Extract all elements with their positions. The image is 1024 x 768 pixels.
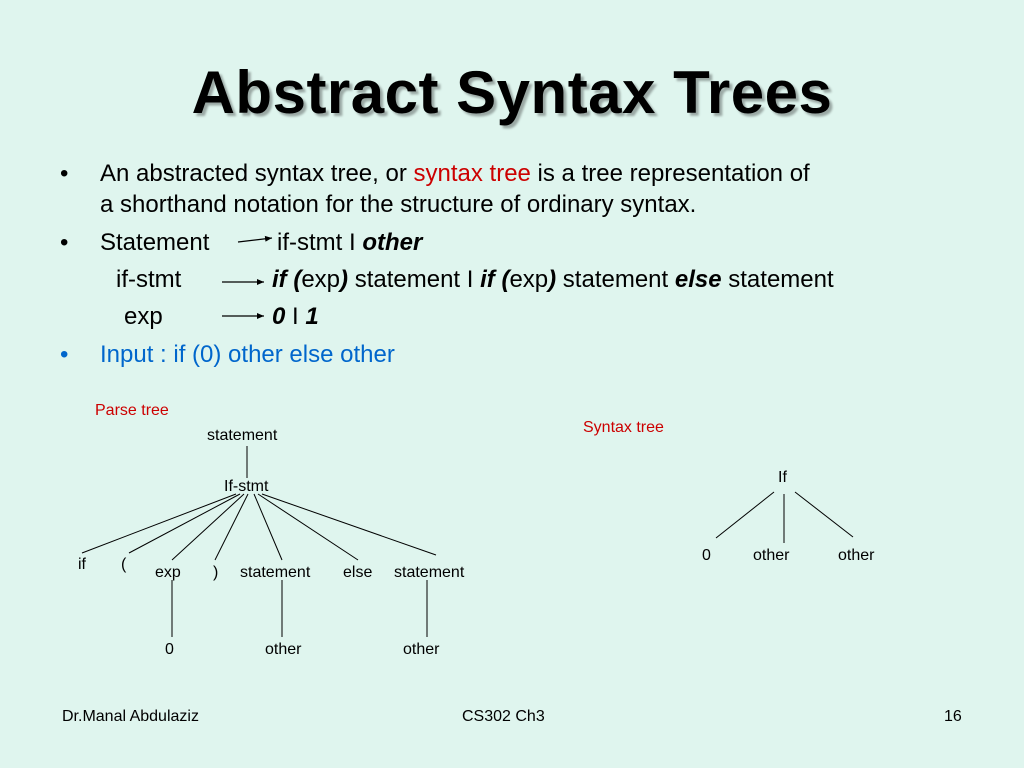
input-example: Input : if (0) other else other	[100, 341, 395, 368]
edge-ifstmt-statement3	[261, 493, 437, 556]
footer-page-number: 16	[944, 708, 962, 725]
parse-node-lparen: (	[121, 556, 127, 573]
kw-close-paren: )	[340, 266, 349, 293]
parse-node-ifstmt: If-stmt	[224, 478, 269, 495]
definition-line-2: a shorthand notation for the structure o…	[100, 191, 697, 218]
edge-ifstmt-lparen	[128, 493, 241, 554]
rhs-statement: statement	[348, 266, 467, 293]
rhs-exp: exp	[301, 266, 341, 293]
rhs-statement: statement	[721, 266, 834, 293]
arrow-icon	[237, 235, 273, 243]
slide-title: Abstract Syntax Trees	[191, 59, 833, 126]
rhs-other: other	[362, 229, 423, 256]
definition-text-b: is a tree representation of	[530, 160, 810, 187]
footer-course: CS302 Ch3	[462, 708, 545, 725]
parse-tree-caption: Parse tree	[95, 402, 169, 419]
grammar-exp-lhs: exp	[124, 303, 163, 330]
parse-node-exp: exp	[155, 564, 181, 581]
grammar-statement-lhs: Statement	[100, 229, 210, 256]
edge-ifstmt-rparen	[214, 493, 249, 561]
syntax-node-zero: 0	[702, 547, 711, 564]
kw-if: if (	[272, 266, 302, 293]
syntax-tree-caption: Syntax tree	[583, 419, 664, 436]
bullet-marker: •	[60, 229, 69, 256]
edge-ifstmt-else	[257, 493, 359, 561]
parse-node-else: else	[343, 564, 373, 581]
edge-if-other2	[794, 491, 854, 538]
syntax-tree-term: syntax tree	[413, 160, 531, 187]
definition-text-a: An abstracted syntax tree, or	[100, 160, 414, 187]
edge-ifstmt-if	[81, 493, 237, 554]
parse-node-other-else: other	[403, 641, 440, 658]
grammar-ifstmt-lhs: if-stmt	[116, 266, 182, 293]
rhs-one: 1	[305, 303, 319, 330]
bullet-marker: •	[60, 341, 69, 368]
parse-node-other-then: other	[265, 641, 302, 658]
syntax-node-if: If	[778, 469, 787, 486]
grammar-exp-rhs: 0 I 1	[272, 303, 319, 331]
rhs-ifstmt: if-stmt	[277, 229, 343, 256]
parse-node-statement-then: statement	[240, 564, 311, 581]
parse-node-statement-else: statement	[394, 564, 465, 581]
footer-author: Dr.Manal Abdulaziz	[62, 708, 199, 725]
parse-node-zero: 0	[165, 641, 174, 658]
rhs-separator: I	[466, 266, 474, 293]
kw-close-paren: )	[548, 266, 557, 293]
parse-node-if: if	[78, 556, 86, 573]
syntax-node-other-1: other	[753, 547, 790, 564]
parse-node-rparen: )	[213, 564, 219, 581]
syntax-node-other-2: other	[838, 547, 875, 564]
edge-ifstmt-exp	[171, 493, 245, 561]
grammar-ifstmt-rhs: if (exp) statement I if (exp) statement …	[272, 266, 834, 294]
edge-if-zero	[715, 491, 775, 539]
kw-else: else	[674, 266, 722, 293]
rhs-separator: I	[292, 303, 299, 330]
rhs-separator: I	[349, 229, 356, 256]
grammar-statement-rhs: if-stmt I other	[277, 229, 422, 257]
bullet-marker: •	[60, 160, 69, 187]
definition-line-1: An abstracted syntax tree, or syntax tre…	[100, 160, 810, 188]
kw-if: if (	[480, 266, 510, 293]
edge-ifstmt-statement2	[253, 493, 283, 561]
parse-node-statement: statement	[207, 427, 278, 444]
rhs-exp: exp	[509, 266, 549, 293]
rhs-zero: 0	[272, 303, 286, 330]
rhs-statement: statement	[556, 266, 675, 293]
